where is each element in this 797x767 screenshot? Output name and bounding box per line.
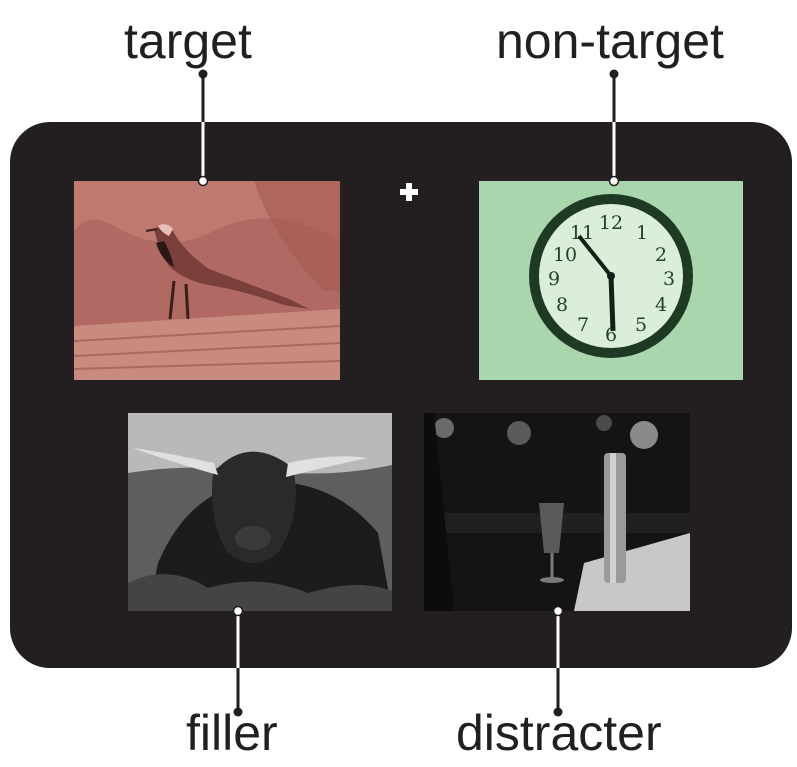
svg-text:11: 11 [570, 222, 594, 244]
svg-text:7: 7 [577, 314, 589, 336]
svg-text:4: 4 [655, 294, 667, 316]
svg-text:1: 1 [636, 222, 648, 244]
target-image [74, 181, 340, 380]
svg-text:2: 2 [655, 244, 667, 266]
distracter-label: distracter [456, 705, 662, 761]
svg-text:10: 10 [553, 244, 577, 266]
svg-text:8: 8 [556, 294, 568, 316]
filler-image [128, 413, 392, 611]
target-label: target [124, 13, 252, 69]
non-target-label: non-target [496, 13, 724, 69]
distracter-image [424, 413, 690, 611]
plus-icon [400, 183, 418, 201]
non-target-image: 12 1 2 3 4 5 6 7 8 9 10 11 [479, 181, 743, 380]
svg-text:9: 9 [548, 268, 560, 290]
svg-text:3: 3 [663, 268, 675, 290]
filler-label: filler [186, 705, 278, 761]
svg-text:5: 5 [635, 314, 647, 336]
svg-text:12: 12 [599, 212, 623, 234]
